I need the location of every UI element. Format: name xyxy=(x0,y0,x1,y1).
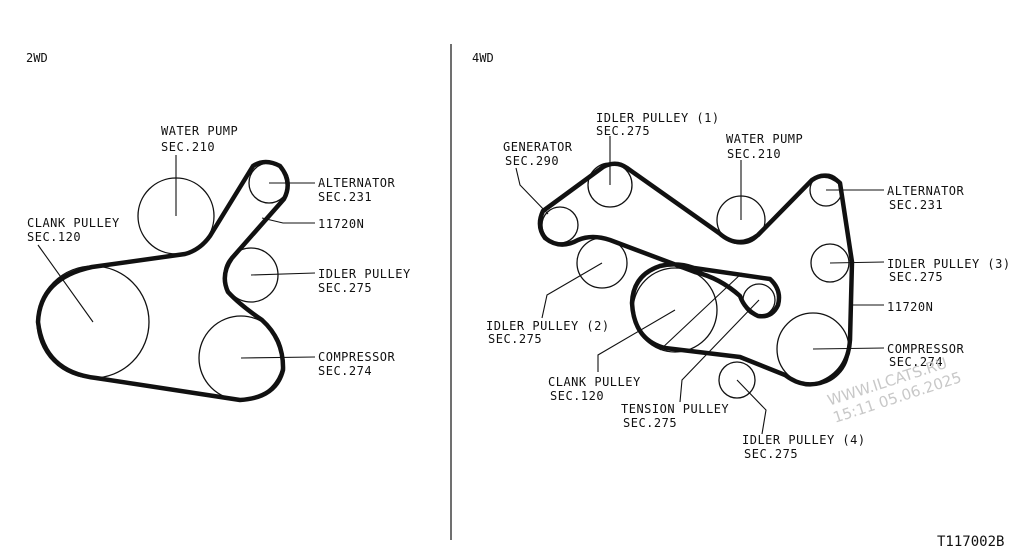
clank-pulley-label-4wd: CLANK PULLEY xyxy=(548,375,641,389)
idler-pulley-4-sec: SEC.275 xyxy=(744,447,798,461)
alternator-label: ALTERNATOR xyxy=(318,176,396,190)
belt-leader xyxy=(261,217,315,224)
heading-2wd: 2WD xyxy=(26,51,48,65)
idler-pulley-2-sec: SEC.275 xyxy=(488,332,542,346)
generator-label: GENERATOR xyxy=(503,140,573,154)
alternator-sec-4wd: SEC.231 xyxy=(889,198,943,212)
idler-pulley-1-sec: SEC.275 xyxy=(596,124,650,138)
tension-pulley-sec: SEC.275 xyxy=(623,416,677,430)
clank-pulley-label: CLANK PULLEY xyxy=(27,216,120,230)
tension-pulley-label: TENSION PULLEY xyxy=(621,402,729,416)
alternator-label-4wd: ALTERNATOR xyxy=(887,184,965,198)
compressor-leader-4wd xyxy=(812,347,885,350)
clank-pulley-sec-4wd: SEC.120 xyxy=(550,389,604,403)
water-pump-label: WATER PUMP xyxy=(161,124,238,138)
alternator-sec: SEC.231 xyxy=(318,190,372,204)
compressor-leader xyxy=(240,356,316,359)
compressor-sec-4wd: SEC.274 xyxy=(889,355,943,369)
idler-pulley-3-sec: SEC.275 xyxy=(889,270,943,284)
clank-pulley-leader xyxy=(37,244,94,323)
idler-pulley-4-label: IDLER PULLEY (4) xyxy=(742,433,866,447)
belt-2wd xyxy=(35,159,290,403)
idler-pulley-1-label: IDLER PULLEY (1) xyxy=(596,111,720,125)
tension-pulley-leader xyxy=(679,299,760,403)
idler-pulley-leader xyxy=(250,272,316,276)
water-pump-label-4wd: WATER PUMP xyxy=(726,132,803,146)
belt-label-4wd: 11720N xyxy=(887,300,933,314)
clank-tension-link-line xyxy=(659,272,743,351)
compressor-label: COMPRESSOR xyxy=(318,350,396,364)
clank-pulley-sec: SEC.120 xyxy=(27,230,81,244)
idler-pulley-3-label: IDLER PULLEY (3) xyxy=(887,257,1011,271)
clank-pulley-leader-4wd xyxy=(597,309,676,372)
belt-4wd xyxy=(537,161,855,387)
compressor-label-4wd: COMPRESSOR xyxy=(887,342,965,356)
generator-sec: SEC.290 xyxy=(505,154,559,168)
idler-pulley-4-leader xyxy=(736,379,767,435)
idler-pulley-label: IDLER PULLEY xyxy=(318,267,411,281)
idler-pulley-sec: SEC.275 xyxy=(318,281,372,295)
idler-pulley-2-label: IDLER PULLEY (2) xyxy=(486,319,610,333)
idler-pulley-4 xyxy=(718,361,756,399)
compressor-sec: SEC.274 xyxy=(318,364,372,378)
heading-4wd: 4WD xyxy=(472,51,494,65)
figure-code: T117002B xyxy=(937,534,1004,550)
water-pump-sec: SEC.210 xyxy=(161,140,215,154)
idler-pulley-3-leader xyxy=(829,261,885,264)
idler-pulley-2-leader xyxy=(541,262,603,319)
generator-leader xyxy=(515,167,549,215)
belt-label: 11720N xyxy=(318,217,364,231)
water-pump-sec-4wd: SEC.210 xyxy=(727,147,781,161)
